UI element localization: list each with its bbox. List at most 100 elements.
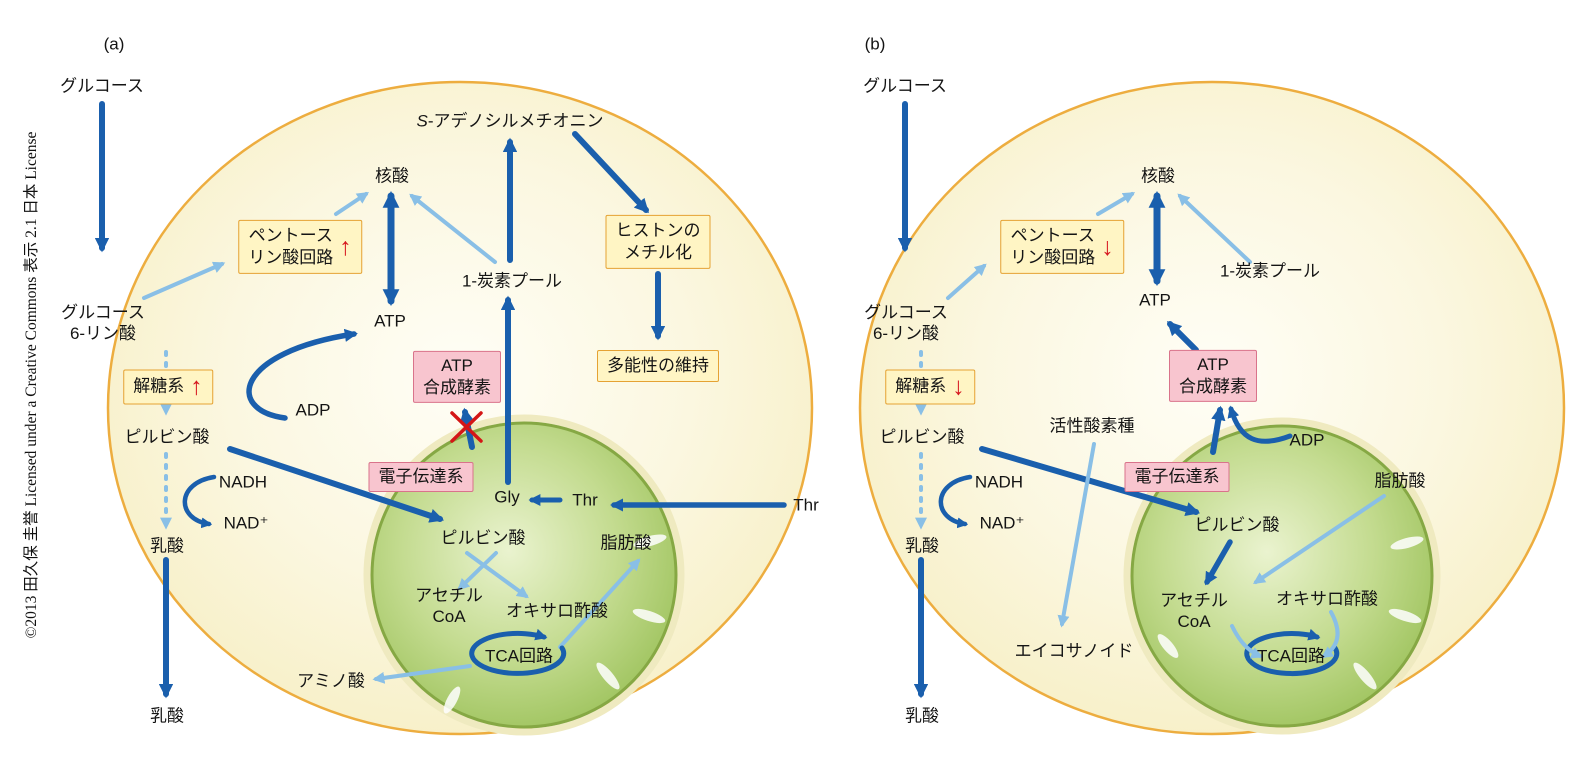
label-g6p-line1-b: グルコース [864,302,948,322]
box-glycolysis-b: 解糖系 ↓ [885,369,975,405]
arrow-adp-to-atp-a [246,328,358,421]
label-atp-b: ATP [1139,290,1171,310]
trend-down-ppp-b: ↓ [1101,232,1114,261]
label-g6p-line1-a: グルコース [61,302,145,322]
box-histone-line2-a: メチル化 [624,243,692,262]
box-synthase-line1-a: ATP [441,355,473,375]
arrow-tca-to-aminoacid-a [372,664,472,684]
label-tca-cycle-a: TCA回路 [485,646,553,666]
cristae-b [1157,536,1424,690]
box-electron-transport-a: 電子伝達系 [368,461,474,493]
label-atp-a: ATP [374,311,406,331]
label-acetyl-line2-b: CoA [1177,612,1211,631]
box-atp-synthase-b: ATP 合成酵素 [1169,349,1257,403]
label-nucleic-acid-a: 核酸 [375,166,409,186]
arrow-sam-to-histone-a [572,131,649,214]
arrows-panel-a [94,101,787,699]
label-lactate-exported-b: 乳酸 [905,706,939,726]
label-acetyl-coa-b: アセチル CoA [1160,590,1228,633]
box-glycolysis-label-a: 解糖系 [133,376,185,396]
tca-cycle-circle-b [1244,628,1340,677]
box-pentose-phosphate-a: ペントースリン酸回路 ↑ [238,219,362,275]
label-sam-italic-a: S [416,111,428,131]
cristae-a [443,534,667,714]
arrow-1cpool-to-nucleic-a [409,193,497,264]
label-pyruvate-cytosol-b: ピルビン酸 [879,427,965,447]
arrow-tca-to-fattyacid-a [558,558,641,649]
label-lactate-cytosol-b: 乳酸 [905,536,939,556]
arrow-fattyacid-to-acetyl-b [1253,494,1386,585]
box-glycolysis-a: 解糖系 ↑ [123,369,213,405]
label-ros-b: 活性酸素種 [1049,416,1135,436]
label-thr-inner-a: Thr [572,490,598,510]
label-eicosanoid-b: エイコサノイド [1014,641,1134,661]
box-ppp-line1-b: ペントース [1010,225,1095,245]
box-pluripotency-label-a: 多能性の維持 [607,355,709,375]
box-electron-transport-b: 電子伝達系 [1124,461,1230,493]
box-histone-methylation-a: ヒストンのメチル化 [605,214,711,270]
arrow-pyruvate-to-acetyl-b [1204,539,1233,586]
box-etc-label-b: 電子伝達系 [1134,466,1220,486]
label-lactate-exported-a: 乳酸 [150,706,184,726]
box-ppp-line2-b: リン酸回路 [1010,248,1096,267]
copyright-text: ©2013 田久保 圭誉 Licensed under a Creative C… [23,131,40,639]
label-one-carbon-pool-a: 1-炭素プール [461,271,563,291]
label-glucose-a: グルコース [60,76,144,96]
panel-a-tag: (a) [103,34,125,54]
trend-down-glycolysis-b: ↓ [952,372,965,401]
arrow-g6p-to-ppp-a [142,261,226,300]
panel-b-tag: (b) [864,34,886,54]
label-nadh-b: NADH [974,472,1024,492]
label-nucleic-acid-b: 核酸 [1141,166,1175,186]
arrow-nadh-to-nad-b [938,474,973,529]
label-pyruvate-mito-a: ピルビン酸 [440,528,526,548]
label-pyruvate-cytosol-a: ピルビン酸 [124,427,210,447]
box-etc-label-a: 電子伝達系 [378,466,464,486]
label-nad-a: NAD⁺ [223,513,269,533]
arrow-ppp-to-nucleic-b [1096,192,1136,216]
box-synthase-line2-b: 合成酵素 [1179,377,1247,396]
label-acetyl-line1-a: アセチル [415,585,483,605]
label-oxaloacetate-a: オキサロ酢酸 [506,601,608,621]
arrow-synthase-to-atp-b [1166,320,1199,353]
arrows-panel-b [897,101,1386,699]
arrow-oaa-to-tca-b [1320,610,1340,658]
label-fatty-acid-a: 脂肪酸 [600,533,652,553]
box-pentose-phosphate-b: ペントースリン酸回路 ↓ [1000,219,1124,275]
label-thr-outer-a: Thr [793,495,819,515]
arrow-pyruvate-to-acetyl-a [457,551,498,591]
arrow-g6p-to-ppp-b [946,263,987,300]
box-ppp-line2-a: リン酸回路 [248,248,334,267]
arrow-ros-to-eicosanoid-b [1057,442,1096,628]
box-pluripotency-a: 多能性の維持 [597,349,719,383]
label-nad-b: NAD⁺ [979,513,1025,533]
box-glycolysis-label-b: 解糖系 [895,376,947,396]
arrow-pyruvate-into-mito-a [227,446,445,523]
box-synthase-line1-b: ATP [1197,354,1229,374]
label-acetyl-line2-a: CoA [432,607,466,626]
label-adp-a: ADP [295,400,331,420]
label-fatty-acid-b: 脂肪酸 [1374,471,1426,491]
label-acetyl-coa-a: アセチル CoA [415,585,483,628]
label-gly-a: Gly [494,487,520,507]
arrow-ppp-to-nucleic-a [334,192,369,216]
blocked-x-mark [450,411,483,443]
mitochondrion-b [1123,417,1441,735]
box-ppp-line1-a: ペントース [248,225,333,245]
label-acetyl-line1-b: アセチル [1160,590,1228,610]
tca-cycle-circle-a [469,628,567,676]
mitochondrion-a [363,414,685,736]
label-sam-a: S-アデノシルメチオニン [416,110,603,131]
label-lactate-cytosol-a: 乳酸 [150,536,184,556]
arrow-nadh-to-nad-a [182,474,217,529]
label-oxaloacetate-b: オキサロ酢酸 [1276,589,1378,609]
label-adp-b: ADP [1289,430,1325,450]
label-sam-rest-a: -アデノシルメチオニン [427,111,604,131]
label-glucose-b: グルコース [863,76,947,96]
arrow-pyruvate-to-oaa-a [465,551,529,599]
trend-up-glycolysis-a: ↑ [190,372,203,401]
